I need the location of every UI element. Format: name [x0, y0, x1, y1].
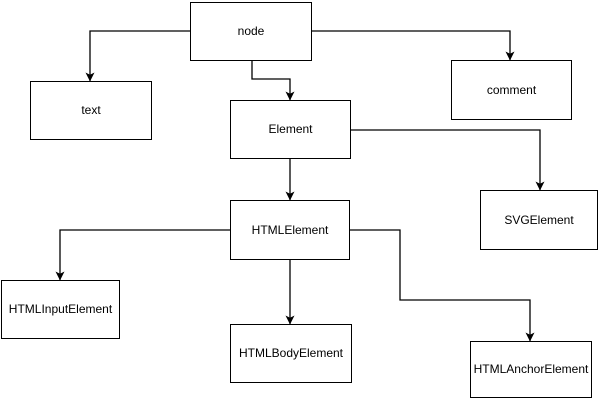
node-label-element: Element — [268, 122, 313, 137]
node-label-text: text — [81, 103, 101, 118]
diagram-node-text[interactable]: text — [30, 81, 152, 140]
diagram-node-element[interactable]: Element — [230, 100, 351, 159]
diagram-node-html-anchor-element[interactable]: HTMLAnchorElement — [470, 341, 592, 398]
node-label-comment: comment — [486, 82, 537, 97]
edge-node-to-element — [251, 61, 295, 101]
edge-element-to-svg-element — [351, 129, 545, 191]
node-label-html-anchor-element: HTMLAnchorElement — [473, 362, 589, 377]
edge-node-to-comment — [312, 30, 515, 61]
node-label-html-element: HTMLElement — [251, 222, 329, 237]
edge-html-element-to-html-anchor-element — [350, 229, 535, 342]
node-label-html-body-element: HTMLBodyElement — [238, 346, 344, 361]
edge-node-to-text — [85, 30, 190, 82]
diagram-node-comment[interactable]: comment — [451, 60, 572, 120]
diagram-node-svg-element[interactable]: SVGElement — [480, 190, 598, 250]
diagram-node-node[interactable]: node — [190, 2, 312, 61]
node-label-svg-element: SVGElement — [504, 212, 574, 227]
node-label-node: node — [237, 24, 265, 39]
diagram-node-html-element[interactable]: HTMLElement — [230, 200, 350, 260]
diagram-node-html-input-element[interactable]: HTMLInputElement — [1, 280, 120, 339]
diagram-node-html-body-element[interactable]: HTMLBodyElement — [230, 324, 352, 383]
node-label-html-input-element: HTMLInputElement — [8, 302, 113, 317]
edge-html-element-to-html-input-element — [55, 229, 230, 281]
